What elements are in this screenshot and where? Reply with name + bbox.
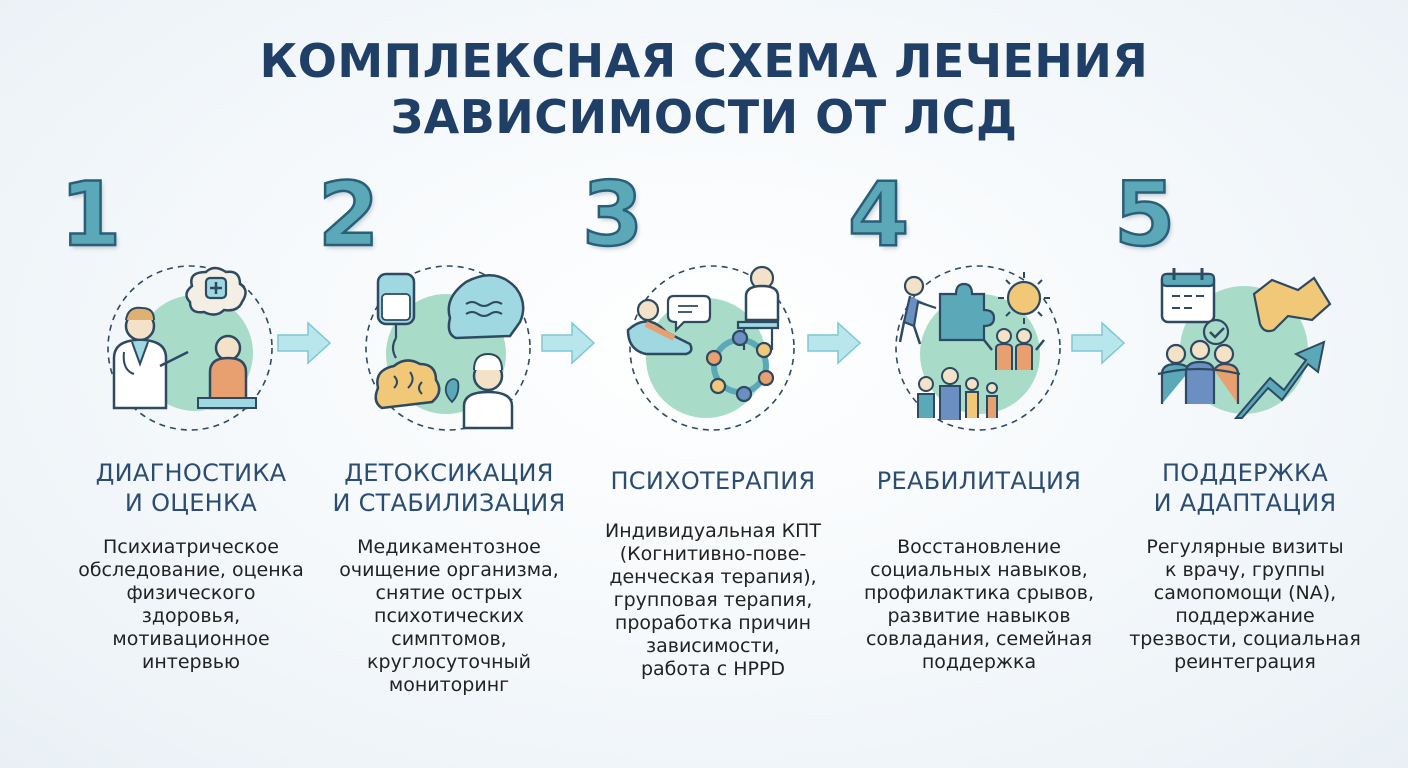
desc-line: поддержка [921, 651, 1037, 673]
step-description: Регулярные визиты к врачу, группы самопо… [1110, 536, 1380, 674]
desc-line: работа с HPPD [640, 658, 786, 680]
desc-line: профилактика срывов, [863, 582, 1095, 604]
desc-line: физического [126, 582, 256, 604]
step-description: Медикаментозное очищение организма, снят… [314, 536, 584, 697]
desc-line: Индивидуальная КПТ [605, 520, 821, 542]
arrow-right-icon [804, 318, 864, 368]
therapy-icon [622, 258, 802, 438]
desc-line: очищение организма, [339, 559, 559, 581]
step-heading-line-1: ПОДДЕРЖКА [1161, 459, 1329, 487]
step-heading-line-1: ДИАГНОСТИКА [95, 459, 287, 487]
arrow-right-icon [538, 318, 598, 368]
desc-line: мотивационное [112, 628, 270, 650]
desc-line: развитие навыков [887, 605, 1071, 627]
title-line-2: ЗАВИСИМОСТИ ОТ ЛСД [390, 90, 1018, 144]
desc-line: Регулярные визиты [1146, 536, 1344, 558]
desc-line: интервью [142, 651, 240, 673]
step-number: 5 [1113, 163, 1177, 266]
title-line-1: КОМПЛЕКСНАЯ СХЕМА ЛЕЧЕНИЯ [259, 34, 1149, 88]
desc-line: проработка причин [614, 612, 812, 634]
arrow-right-icon [274, 318, 334, 368]
step-heading-line-2: И АДАПТАЦИЯ [1153, 489, 1337, 517]
step-description: Психиатрическое обследование, оценка физ… [56, 536, 326, 674]
step-heading: ДИАГНОСТИКА И ОЦЕНКА [56, 458, 326, 518]
rehabilitation-icon [888, 258, 1068, 438]
desc-line: самопомощи (NA), [1153, 582, 1337, 604]
step-heading-line-1: ДЕТОКСИКАЦИЯ [344, 459, 554, 487]
step-description: Индивидуальная КПТ (Когнитивно-пове- ден… [578, 520, 848, 681]
desc-line: трезвости, социальная [1129, 628, 1361, 650]
desc-line: поддержание [1175, 605, 1315, 627]
desc-line: снятие острых [375, 582, 523, 604]
detox-icon [358, 258, 538, 438]
desc-line: симптомов, [391, 628, 507, 650]
step-heading-line-1: РЕАБИЛИТАЦИЯ [876, 467, 1082, 495]
desc-line: реинтеграция [1174, 651, 1316, 673]
step-number: 2 [317, 163, 381, 266]
step-heading: ДЕТОКСИКАЦИЯ И СТАБИЛИЗАЦИЯ [314, 458, 584, 518]
desc-line: круглосуточный [367, 651, 531, 673]
step-heading-line-2: И ОЦЕНКА [124, 489, 258, 517]
desc-line: здоровья, [141, 605, 241, 627]
step-heading: ПОДДЕРЖКА И АДАПТАЦИЯ [1110, 458, 1380, 518]
step-heading: РЕАБИЛИТАЦИЯ [844, 466, 1114, 496]
desc-line: психотических [374, 605, 524, 627]
desc-line: Психиатрическое [103, 536, 279, 558]
step-number: 4 [847, 163, 911, 266]
desc-line: социальных навыков, [870, 559, 1088, 581]
step-number: 1 [59, 163, 123, 266]
desc-line: совладания, семейная [865, 628, 1093, 650]
doctor-patient-icon [100, 258, 280, 438]
arrow-right-icon [1068, 318, 1128, 368]
desc-line: зависимости, [646, 635, 780, 657]
step-description: Восстановление социальных навыков, профи… [844, 536, 1114, 674]
support-icon [1154, 258, 1334, 438]
step-number: 3 [581, 163, 645, 266]
step-heading-line-2: И СТАБИЛИЗАЦИЯ [332, 489, 566, 517]
step-heading-line-1: ПСИХОТЕРАПИЯ [610, 467, 816, 495]
desc-line: групповая терапия, [613, 589, 813, 611]
desc-line: мониторинг [388, 674, 510, 696]
desc-line: денческая терапия), [609, 566, 817, 588]
desc-line: Восстановление [897, 536, 1061, 558]
desc-line: к врачу, группы [1164, 559, 1326, 581]
desc-line: Медикаментозное [357, 536, 541, 558]
desc-line: обследование, оценка [78, 559, 304, 581]
desc-line: (Когнитивно-пове- [619, 543, 807, 565]
step-heading: ПСИХОТЕРАПИЯ [578, 466, 848, 496]
